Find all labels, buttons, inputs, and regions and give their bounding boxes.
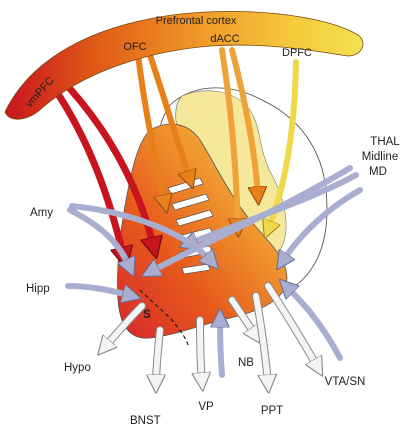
amy-arrow-2 <box>69 203 212 262</box>
hypo-label: Hypo <box>64 362 91 374</box>
hipp-arrow <box>65 283 132 296</box>
nb-label: NB <box>238 357 254 369</box>
ppt-label: PPT <box>261 405 283 417</box>
vta-sn-label: VTA/SN <box>325 376 366 388</box>
dpfc-label: DPFC <box>282 47 312 59</box>
shell-core-boundary <box>139 289 189 346</box>
vmpfc-arrow-2 <box>56 74 154 248</box>
hipp-label: Hipp <box>26 283 50 295</box>
vmpfc-arrow-1 <box>48 81 124 258</box>
bnst-label: BNST <box>130 415 161 427</box>
amy-label: Amy <box>30 207 53 219</box>
ofc-label: OFC <box>123 41 146 53</box>
thal-label-line3: MD <box>369 166 387 178</box>
input-projections <box>65 165 363 378</box>
ofc-arrow-2 <box>147 52 190 180</box>
prefrontal-cortex-band <box>4 11 364 120</box>
cortex-title: Prefrontal cortex <box>156 15 237 27</box>
dacc-arrow-2 <box>229 47 258 196</box>
thal-arrow-3 <box>150 165 353 272</box>
output-projections <box>104 282 318 384</box>
thal-arrow-2 <box>282 187 363 262</box>
dacc-arrow-1 <box>219 47 238 228</box>
amy-arrow-1 <box>67 207 130 268</box>
vp-input-arrow <box>220 318 222 378</box>
ofc-arrow-1 <box>135 52 165 204</box>
thal-label-line1: THAL <box>370 136 400 148</box>
vp-label: VP <box>198 401 214 413</box>
thal-label-line2: Midline <box>362 151 398 163</box>
hipp-return-arrow <box>286 286 343 361</box>
dacc-label: dACC <box>210 33 239 45</box>
striatum-label: S <box>143 309 151 321</box>
